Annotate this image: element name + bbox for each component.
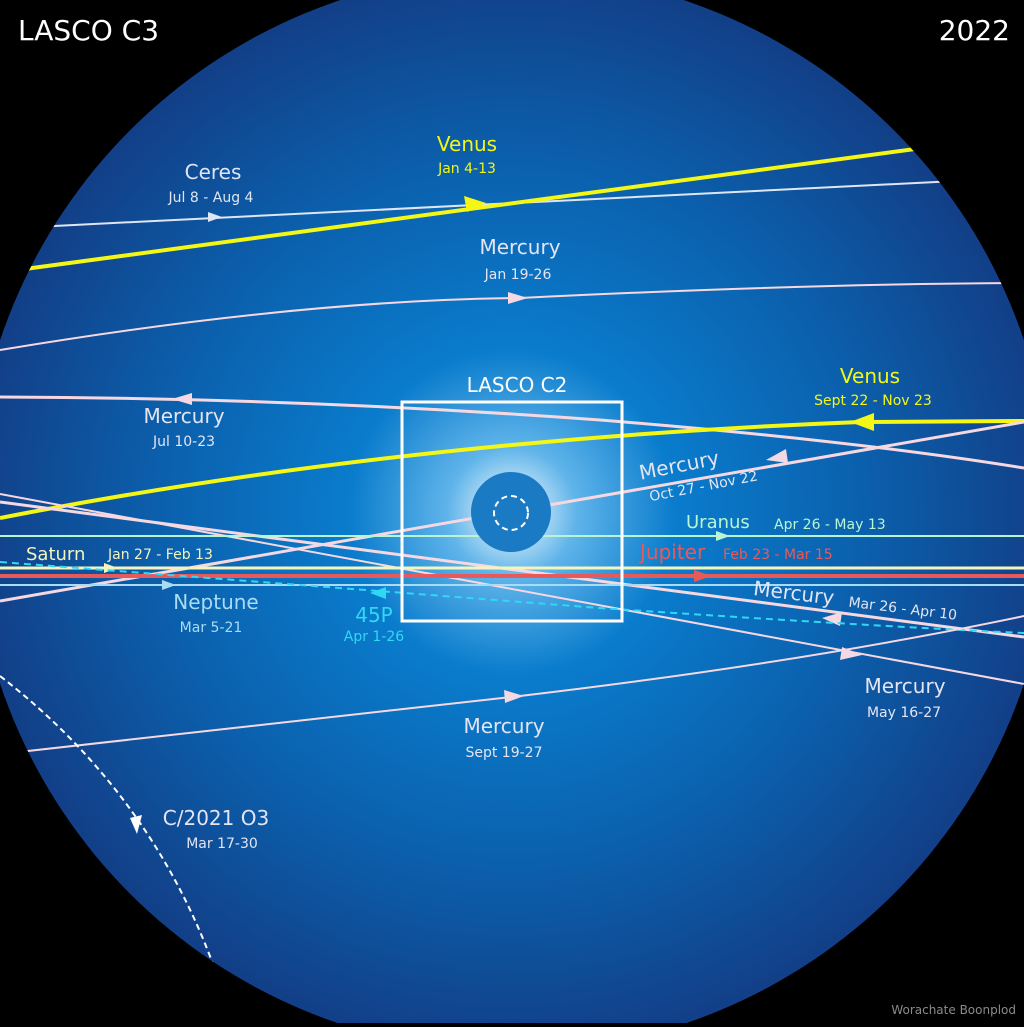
ceres-dates: Jul 8 - Aug 4 xyxy=(168,190,254,206)
mercury-sep-dates: Sept 19-27 xyxy=(465,745,542,761)
mercury-may-name: Mercury xyxy=(864,674,945,698)
mercury-sep-arrow-icon xyxy=(504,690,524,703)
mercury-oct-arrow-icon xyxy=(766,449,788,463)
comet-45p-name: 45P xyxy=(355,603,393,627)
lasco-c2-frame xyxy=(400,400,624,623)
uranus-dates: Apr 26 - May 13 xyxy=(774,517,886,533)
comet-45p-arrow-icon xyxy=(370,587,386,599)
comet-c2021o3-name: C/2021 O3 xyxy=(163,806,269,830)
mercury-may-dates: May 16-27 xyxy=(867,705,941,721)
neptune-dates: Mar 5-21 xyxy=(180,620,243,636)
venus-sep-dates: Sept 22 - Nov 23 xyxy=(814,393,932,409)
instrument-title: LASCO C3 xyxy=(18,14,160,47)
mercury-jul-arrow-icon xyxy=(172,393,192,405)
trajectories xyxy=(0,145,1024,991)
year-label: 2022 xyxy=(938,14,1010,47)
ceres-name: Ceres xyxy=(185,160,242,184)
mercury-jan-name: Mercury xyxy=(479,235,560,259)
sun-outline-icon xyxy=(493,495,529,531)
comet-c2021o3-path xyxy=(0,675,223,991)
neptune-arrow-icon xyxy=(162,580,176,590)
comet-45p-path xyxy=(0,561,1024,634)
venus-sep-name: Venus xyxy=(840,364,900,388)
mercury-jul-name: Mercury xyxy=(143,404,224,428)
neptune-name: Neptune xyxy=(173,590,258,614)
comet-45p-dates: Apr 1-26 xyxy=(344,629,405,645)
author-credit: Worachate Boonplod xyxy=(891,1003,1016,1017)
saturn-name: Saturn xyxy=(26,544,85,565)
venus-sep-arrow-icon xyxy=(850,413,874,431)
venus-jan-arrow-icon xyxy=(464,196,486,212)
labels: Venus Jan 4-13 Ceres Jul 8 - Aug 4 Mercu… xyxy=(26,132,958,852)
venus-sep-path xyxy=(0,419,1024,520)
uranus-arrow-icon xyxy=(716,531,730,541)
comet-c2021o3-arrow-icon xyxy=(130,815,142,834)
venus-jan-name: Venus xyxy=(437,132,497,156)
saturn-arrow-icon xyxy=(104,563,118,573)
jupiter-name: Jupiter xyxy=(638,540,706,564)
venus-jan-dates: Jan 4-13 xyxy=(437,161,496,177)
lasco-c2-label: LASCO C2 xyxy=(467,373,568,397)
jupiter-arrow-icon xyxy=(694,570,712,582)
jupiter-dates: Feb 23 - Mar 15 xyxy=(723,547,833,563)
mercury-jul-dates: Jul 10-23 xyxy=(152,434,215,450)
mercury-jan-dates: Jan 19-26 xyxy=(484,267,552,283)
mercury-sep-name: Mercury xyxy=(463,714,544,738)
ceres-arrow-icon xyxy=(208,212,222,222)
occulter-disc xyxy=(471,472,551,552)
saturn-dates: Jan 27 - Feb 13 xyxy=(107,547,213,563)
comet-c2021o3-dates: Mar 17-30 xyxy=(186,836,258,852)
mercury-jan-arrow-icon xyxy=(508,292,528,304)
uranus-name: Uranus xyxy=(686,512,750,533)
mercury-mar-arrow-icon xyxy=(822,612,842,626)
